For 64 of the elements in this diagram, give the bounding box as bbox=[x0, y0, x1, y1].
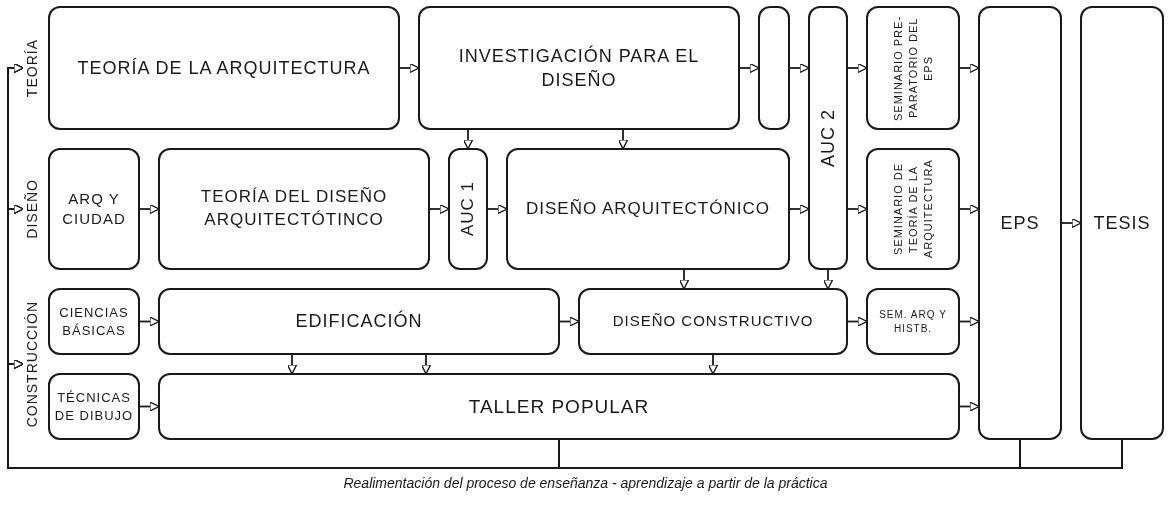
box-label: SEM. ARQ Y HISTB. bbox=[878, 308, 948, 335]
arrow bbox=[739, 62, 760, 74]
process-box bbox=[48, 373, 140, 440]
arrow bbox=[559, 316, 580, 327]
process-box bbox=[866, 6, 960, 130]
process-box bbox=[978, 6, 1062, 440]
process-box bbox=[578, 288, 848, 355]
arrow bbox=[959, 316, 980, 327]
box-label: DISEÑO CONSTRUCTIVO bbox=[612, 311, 814, 332]
arrow bbox=[617, 129, 629, 150]
box-label: CIENCIAS BÁSICAS bbox=[58, 303, 130, 340]
arrow bbox=[139, 203, 160, 215]
arrow bbox=[822, 269, 834, 290]
arrow bbox=[789, 203, 810, 215]
row-label: DISEÑO bbox=[22, 148, 42, 270]
empty-box bbox=[758, 6, 790, 130]
arrow bbox=[429, 203, 450, 215]
process-box bbox=[808, 6, 848, 270]
process-box bbox=[158, 373, 960, 440]
row-label: TEORÍA bbox=[22, 6, 42, 130]
box-label: DISEÑO ARQUITECTÓNICO bbox=[526, 197, 770, 220]
arrow bbox=[847, 316, 868, 327]
box-label: TEORÍA DE LA ARQUITECTURA bbox=[77, 56, 371, 80]
box-label: TALLER POPULAR bbox=[468, 394, 650, 419]
process-box bbox=[506, 148, 790, 270]
box-label: EPS bbox=[1000, 211, 1040, 235]
box-label: SEMINARIO PRE- PARATORIO DEL EPS bbox=[890, 14, 935, 123]
arrow bbox=[959, 203, 980, 215]
process-box bbox=[48, 6, 400, 130]
arrow bbox=[959, 401, 980, 412]
process-box bbox=[448, 148, 488, 270]
arrow bbox=[462, 129, 474, 150]
arrow bbox=[847, 203, 868, 215]
arrow bbox=[707, 354, 719, 375]
box-label: AUC 1 bbox=[456, 181, 478, 237]
arrow bbox=[399, 62, 420, 74]
arrow bbox=[789, 62, 810, 74]
arrow bbox=[847, 62, 868, 74]
box-label: AUC 2 bbox=[816, 109, 839, 167]
arrow bbox=[139, 316, 160, 327]
arrow bbox=[487, 203, 508, 215]
row-label: CONSTRUCCIÓN bbox=[22, 288, 42, 440]
box-label: ARQ Y CIUDAD bbox=[61, 188, 127, 229]
process-box bbox=[866, 148, 960, 270]
box-label: TEORÍA DEL DISEÑO ARQUITECTÓTINCO bbox=[199, 186, 389, 231]
process-box bbox=[48, 148, 140, 270]
arrow bbox=[959, 62, 980, 74]
process-box bbox=[418, 6, 740, 130]
arrow bbox=[1061, 217, 1082, 229]
box-label: TESIS bbox=[1093, 211, 1151, 235]
process-box bbox=[158, 148, 430, 270]
box-label: TÉCNICAS DE DIBUJO bbox=[53, 388, 135, 425]
box-label: INVESTIGACIÓN PARA EL DISEÑO bbox=[457, 44, 701, 92]
arrow bbox=[420, 354, 432, 375]
feedback-note: Realimentación del proceso de enseñanza - aprendizaje a partir de la práctica bbox=[343, 475, 828, 491]
box-label: SEMINARIO DE TEORÍA DE LA ARQUITECTURA bbox=[890, 158, 935, 261]
arrow bbox=[139, 401, 160, 412]
process-box bbox=[866, 288, 960, 355]
arrow bbox=[678, 269, 690, 290]
process-box bbox=[1080, 6, 1164, 440]
process-box bbox=[48, 288, 140, 355]
box-label: EDIFICACIÓN bbox=[295, 309, 423, 334]
arrow bbox=[286, 354, 298, 375]
process-box bbox=[158, 288, 560, 355]
